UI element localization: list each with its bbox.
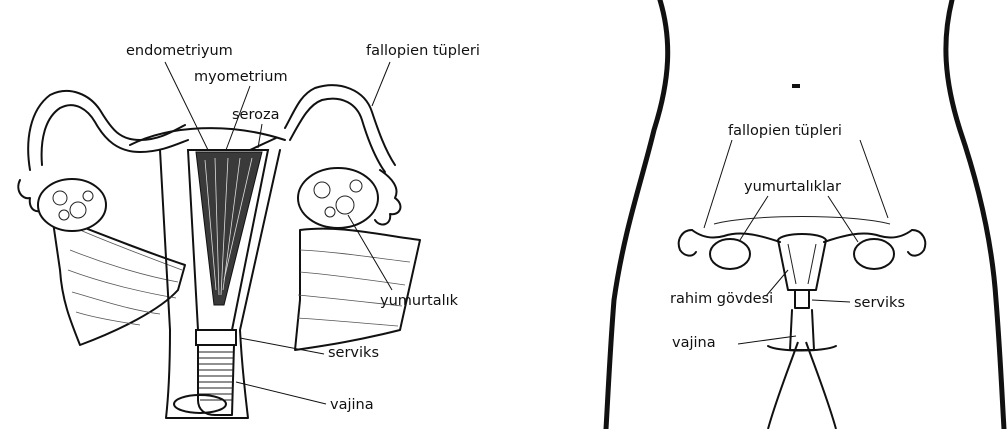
- cervix: [795, 290, 809, 308]
- leg-inner-left: [768, 342, 798, 429]
- vagina: [790, 310, 814, 350]
- leader-fallopian-tubes: [372, 62, 390, 106]
- uterus-inner-lines: [788, 244, 816, 284]
- uterus-cross-section-drawing: [0, 0, 520, 429]
- leader-vagina-r: [738, 336, 796, 344]
- fimbriae-right-r: [908, 230, 925, 256]
- leader-ovary-right: [828, 196, 858, 242]
- ovary-right-r: [854, 239, 894, 269]
- fallopian-tube-left-outer: [28, 91, 185, 170]
- label-vagina-r: vajina: [672, 334, 716, 352]
- cervix-section: [196, 330, 236, 345]
- label-cervix: serviks: [328, 344, 379, 362]
- label-fallopian-tubes-r: fallopien tüpleri: [728, 122, 842, 140]
- leader-ovary: [348, 215, 392, 290]
- vagina-rugae: [199, 352, 233, 400]
- torso-outline-left: [606, 0, 668, 429]
- reproductive-organs: [679, 217, 926, 351]
- label-endometrium: endometriyum: [126, 42, 233, 60]
- uterus-cross-section-diagram: endometriyum myometrium seroza fallopien…: [0, 0, 520, 429]
- vagina-canal: [198, 345, 234, 415]
- label-uterus-body-r: rahim gövdesi: [670, 290, 773, 308]
- label-serosa: seroza: [232, 106, 280, 124]
- broad-ligament-right: [295, 229, 420, 350]
- label-myometrium: myometrium: [194, 68, 288, 86]
- label-fallopian-tubes: fallopien tüpleri: [366, 42, 480, 60]
- leader-cervix-r: [812, 300, 850, 302]
- body-outline-diagram: fallopien tüpleri yumurtalıklar rahim gö…: [592, 0, 1008, 429]
- broad-ligament-r: [714, 217, 890, 225]
- label-ovary: yumurtalık: [380, 292, 458, 310]
- vaginal-opening: [174, 395, 226, 413]
- serosa-edge: [250, 138, 276, 150]
- uterus-body: [778, 234, 826, 290]
- fimbriae-left-r: [679, 230, 696, 256]
- leader-cervix: [240, 338, 324, 354]
- uterus-fundus-arch: [130, 128, 285, 145]
- label-ovaries-r: yumurtalıklar: [744, 178, 841, 196]
- leader-vagina: [236, 382, 326, 404]
- broad-ligament-right-hatching: [297, 250, 410, 326]
- leader-fallopian-right: [860, 140, 888, 218]
- leader-fallopian-left: [704, 140, 732, 228]
- fallopian-tube-right-outer: [285, 85, 395, 165]
- torso-outline-right: [946, 0, 1004, 429]
- vulva-line: [768, 346, 836, 351]
- ovary-right: [298, 168, 378, 228]
- body-outline-drawing: [592, 0, 1008, 429]
- label-cervix-r: serviks: [854, 294, 905, 312]
- leg-inner-right: [806, 342, 836, 429]
- label-vagina: vajina: [330, 396, 374, 414]
- ovary-left-r: [710, 239, 750, 269]
- leader-ovary-left: [740, 196, 768, 240]
